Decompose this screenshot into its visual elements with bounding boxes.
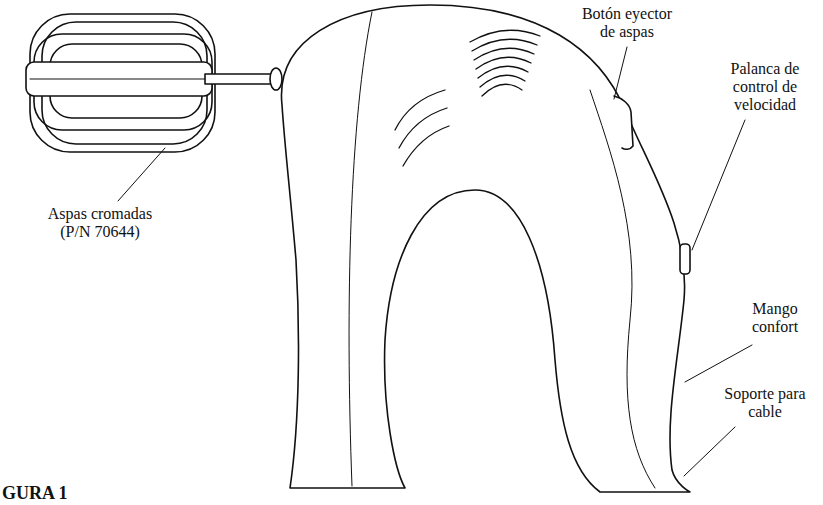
beater-assembly <box>26 14 215 152</box>
vent-slot <box>474 48 534 60</box>
leader-line <box>118 148 165 201</box>
part-label: Aspas cromadas (P/N 70644) <box>35 205 165 241</box>
vent-slot <box>478 66 528 78</box>
beater-shaft <box>205 74 273 84</box>
ejector-button <box>614 96 633 149</box>
vent-slot <box>476 57 531 69</box>
part-label: Botón eyector de aspas <box>577 5 677 41</box>
body-contour <box>403 126 449 166</box>
body-seam <box>349 12 372 486</box>
part-label: Soporte para cable <box>715 385 815 421</box>
body-contour <box>395 90 445 130</box>
leader-line <box>692 120 745 250</box>
beater-hub <box>30 79 210 80</box>
leader-line <box>614 47 627 99</box>
vent-slot <box>480 75 525 87</box>
leader-line <box>684 427 735 476</box>
beater-socket <box>270 68 282 90</box>
part-label: Mango confort <box>740 300 810 336</box>
leader-line <box>685 345 752 382</box>
vent-slots <box>395 30 540 166</box>
vent-slot <box>482 84 522 96</box>
part-label: Palanca de control de velocidad <box>715 60 815 114</box>
beater-hub <box>26 62 212 96</box>
speed-lever <box>680 244 690 274</box>
handle-seam <box>590 90 655 488</box>
body-contour <box>399 108 447 148</box>
vent-slot <box>470 30 540 42</box>
figure-label: GURA 1 <box>2 484 68 502</box>
vent-slot <box>472 39 537 51</box>
mixer-body <box>281 5 690 492</box>
